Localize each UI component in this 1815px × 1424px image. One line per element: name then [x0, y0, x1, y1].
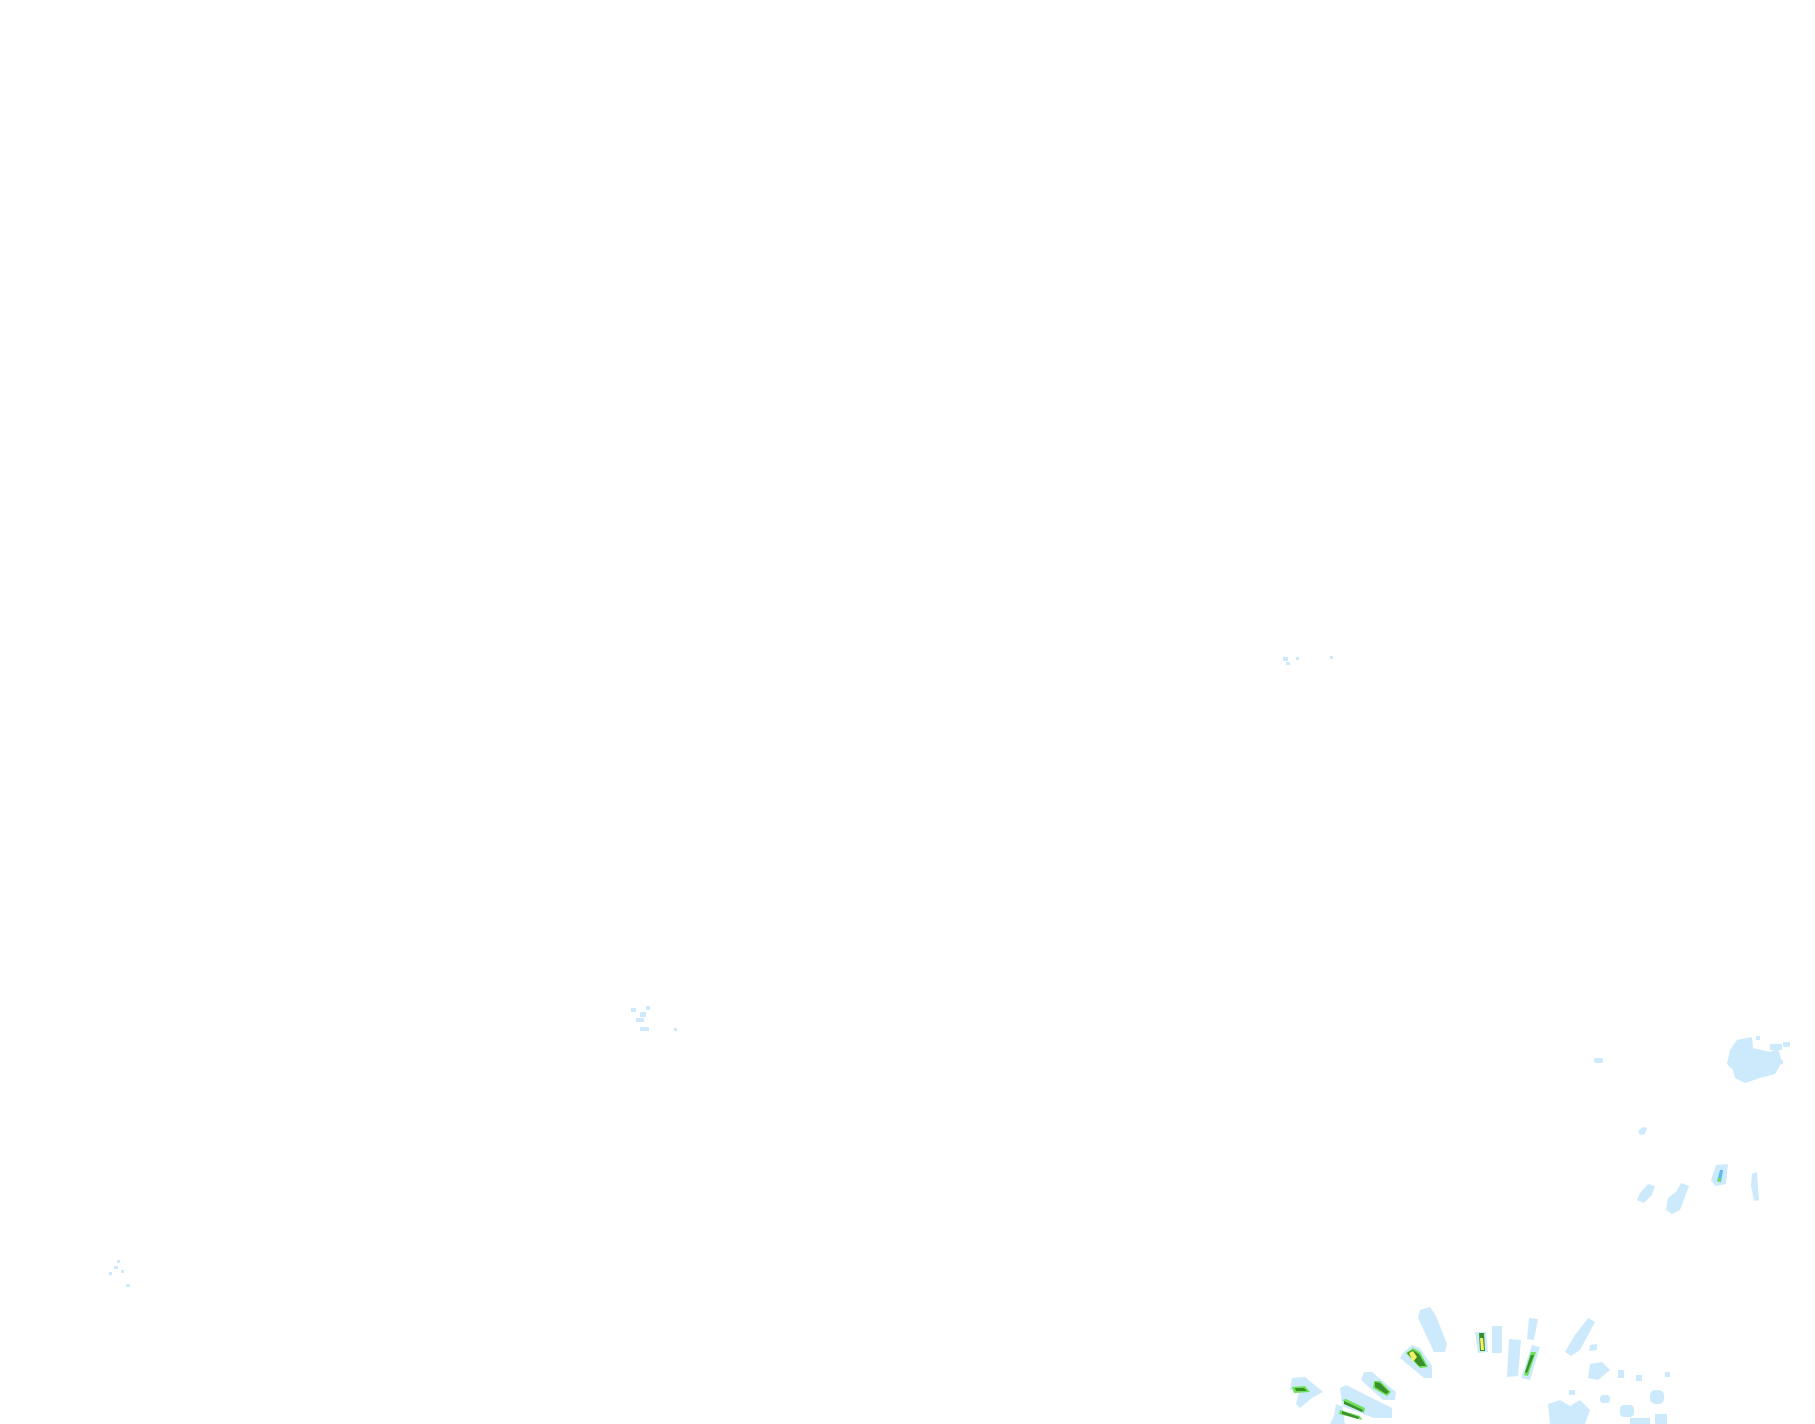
speck-cluster-left: [109, 1260, 130, 1287]
precip-band-south: [1290, 1307, 1670, 1424]
precip-cell-northeast: [1594, 1036, 1790, 1083]
precip-cell-east: [1637, 1127, 1759, 1214]
speck-cluster-center: [1283, 656, 1333, 665]
speck-cluster-middle: [631, 1006, 677, 1031]
